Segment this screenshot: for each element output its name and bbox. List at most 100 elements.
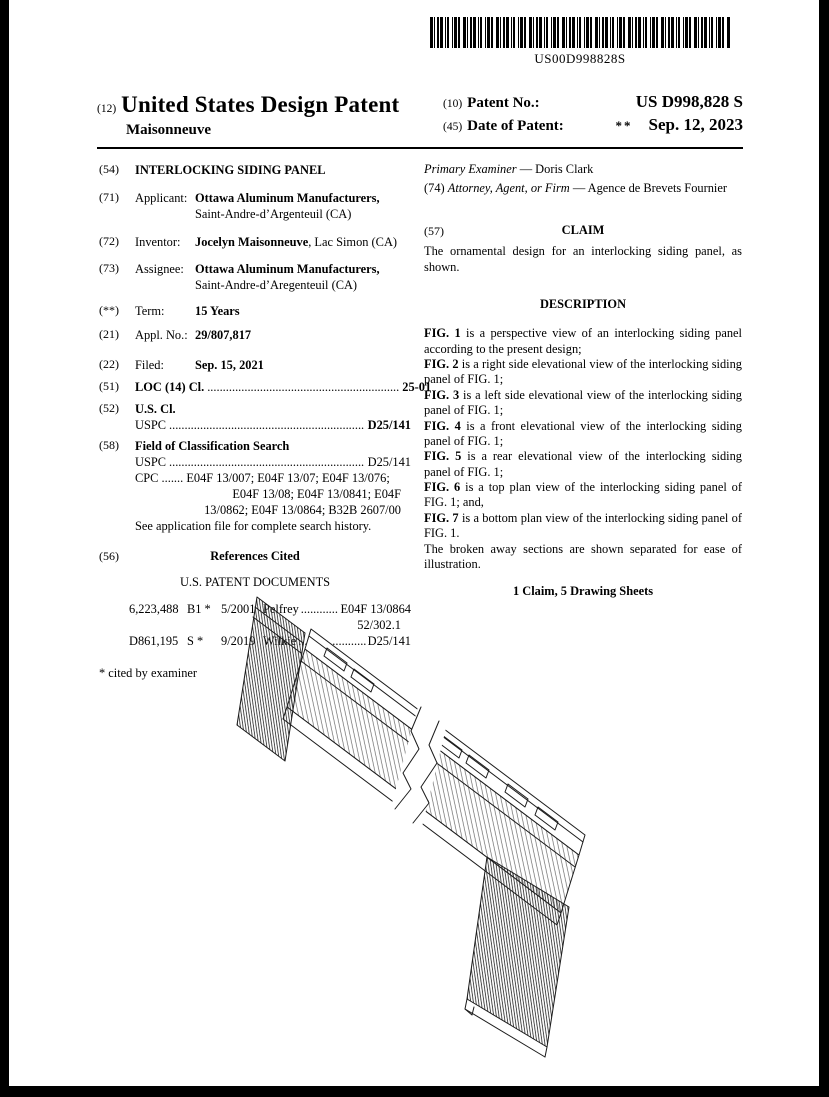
fig-description: FIG. 5 is a rear elevational view of the… — [424, 449, 742, 480]
inventor-name: Jocelyn Maisonneuve — [195, 235, 309, 250]
patent-no-label: Patent No.: — [467, 95, 540, 111]
patent-date: Sep. 12, 2023 — [648, 115, 743, 134]
applicant-value: Ottawa Aluminum Manufacturers,Saint-Andr… — [195, 190, 411, 222]
fig-label: FIG. 5 — [424, 449, 462, 464]
field-appl-no: (21) Appl. No.: 29/807,817 — [99, 327, 411, 343]
field-number: (54) — [99, 162, 119, 176]
field-number: (52) — [99, 401, 119, 416]
field-assignee: (73) Assignee: Ottawa Aluminum Manufactu… — [99, 261, 411, 293]
dot-leader: ............... — [300, 601, 339, 616]
uspc-value: D25/141 — [367, 454, 411, 469]
field-term: (**) Term: 15 Years — [99, 303, 411, 319]
nail-slot — [504, 783, 529, 808]
barcode-number: US00D998828S — [534, 51, 626, 66]
field-number: (21) — [99, 326, 119, 341]
scan-edge-left — [0, 0, 9, 1097]
us-cl-label: U.S. Cl. — [135, 402, 176, 417]
fig-text: is a left side elevational view of the i… — [424, 387, 742, 418]
fig-text: is a bottom plan view of the interlockin… — [424, 510, 743, 541]
dot-leader: ........................................… — [169, 454, 365, 469]
applicant-name: Ottawa Aluminum Manufacturers, — [195, 191, 380, 206]
search-history-note: See application file for complete search… — [135, 519, 372, 534]
references-heading: References Cited — [210, 549, 300, 564]
fig-label: FIG. 1 — [424, 326, 461, 341]
term-value: 15 Years — [195, 303, 240, 318]
patent-number-row: (10) Patent No.: US D998,828 S — [443, 92, 743, 112]
fig-label: FIG. 2 — [424, 357, 459, 371]
broken-sections-note: The broken away sections are shown separ… — [424, 541, 742, 571]
cpc-line-3: 13/0862; E04F 13/0864; B32B 2607/00 — [204, 503, 401, 517]
field-applicant: (71) Applicant: Ottawa Aluminum Manufact… — [99, 190, 411, 222]
date-of-patent-label: Date of Patent: — [467, 118, 564, 134]
fig-text: is a top plan view of the interlocking s… — [424, 480, 742, 510]
field-label: Appl. No.: — [135, 327, 188, 342]
loc-row: LOC (14) Cl. ...........................… — [135, 379, 431, 395]
references-heading-row: (56) References Cited — [99, 548, 411, 564]
field-title: (54) INTERLOCKING SIDING PANEL — [99, 162, 411, 178]
ref-date: 9/2019 — [221, 633, 256, 648]
fig-description: FIG. 1 is a perspective view of an inter… — [424, 326, 742, 357]
figure-descriptions: FIG. 1 is a perspective view of an inter… — [424, 326, 742, 572]
nail-slot — [350, 668, 375, 693]
cpc-label: CPC — [135, 470, 159, 485]
field-label: Filed: — [135, 358, 164, 372]
break-zigzag-right — [412, 720, 440, 824]
inventor-residence: , Lac Simon (CA) — [308, 235, 398, 250]
field-inventor: (72) Inventor: Jocelyn Maisonneuve, Lac … — [99, 234, 411, 250]
field-filed: (22) Filed: Sep. 15, 2021 — [99, 357, 411, 373]
document-title: United States Design Patent — [121, 92, 400, 117]
inid-57: (57) — [424, 223, 444, 238]
claims-and-sheets-line: 1 Claim, 5 Drawing Sheets — [512, 584, 654, 599]
filing-date: Sep. 15, 2021 — [195, 358, 264, 372]
primary-examiner-name: — Doris Clark — [519, 162, 594, 176]
invention-title: INTERLOCKING SIDING PANEL — [135, 163, 326, 177]
uspc-label: USPC — [135, 454, 166, 469]
scan-edge-bottom — [0, 1086, 829, 1097]
claim-text: The ornamental design for an interlockin… — [424, 244, 742, 274]
ref-date: 5/2001 — [221, 601, 256, 616]
dot-leader: ........................................… — [207, 380, 400, 395]
left-column: (54) INTERLOCKING SIDING PANEL (71) Appl… — [99, 162, 431, 681]
examiner-citation-footnote: * cited by examiner — [99, 665, 198, 680]
fig-label: FIG. 6 — [424, 480, 461, 494]
attorney-name: — Agence de Brevets Fournier — [572, 181, 727, 196]
attorney-line: (74) Attorney, Agent, or Firm — Agence d… — [424, 181, 742, 196]
ref-patent-number: D861,195 — [129, 633, 179, 648]
header-left: (12) United States Design Patent Maisonn… — [97, 92, 399, 139]
fig-label: FIG. 7 — [424, 510, 459, 525]
inventor-surname: Maisonneuve — [126, 122, 212, 138]
ref-kind-code: B1 * — [187, 601, 211, 616]
fig-description: FIG. 7 is a bottom plan view of the inte… — [424, 511, 742, 542]
field-label: Assignee: — [135, 261, 184, 276]
nail-slot — [534, 806, 559, 831]
application-number: 29/807,817 — [195, 327, 252, 342]
nail-slot — [465, 754, 490, 779]
field-number: (56) — [99, 549, 119, 564]
field-number: (71) — [99, 190, 119, 205]
references-subheading: U.S. PATENT DOCUMENTS — [179, 575, 331, 590]
term-extension-stars: ** — [615, 118, 633, 133]
field-number: (73) — [99, 260, 119, 275]
ref-class: D25/141 — [367, 633, 411, 648]
break-zigzag-left — [394, 706, 422, 810]
field-loc-class: (51) LOC (14) Cl. ......................… — [99, 379, 431, 395]
field-label: Inventor: — [135, 235, 181, 250]
patent-date-row: (45) Date of Patent: ** Sep. 12, 2023 — [443, 115, 743, 135]
inid-74: (74) — [424, 181, 445, 196]
description-heading: DESCRIPTION — [539, 296, 627, 311]
field-number: (51) — [99, 379, 119, 394]
broken-section-left — [236, 596, 306, 762]
assignee-value: Ottawa Aluminum Manufacturers,Saint-Andr… — [195, 261, 411, 293]
nail-slot — [323, 647, 348, 672]
scan-edge-right — [819, 0, 829, 1097]
cpc-classes-1: E04F 13/007; E04F 13/07; E04F 13/076; — [186, 470, 390, 485]
cpc-line-2: E04F 13/08; E04F 13/0841; E04F — [232, 486, 401, 501]
assignee-name: Ottawa Aluminum Manufacturers, — [195, 261, 380, 276]
primary-examiner-line: Primary Examiner — Doris Clark — [424, 162, 742, 177]
cpc-line-1: CPC ....... E04F 13/007; E04F 13/07; E04… — [135, 470, 411, 486]
inventor-value: Jocelyn Maisonneuve, Lac Simon (CA) — [195, 234, 411, 250]
loc-value: 25-01 — [402, 380, 432, 395]
fig-text: is a perspective view of an interlocking… — [424, 326, 743, 356]
inid-12: (12) — [97, 103, 117, 115]
field-us-class: (52) U.S. Cl. USPC .....................… — [99, 401, 411, 433]
